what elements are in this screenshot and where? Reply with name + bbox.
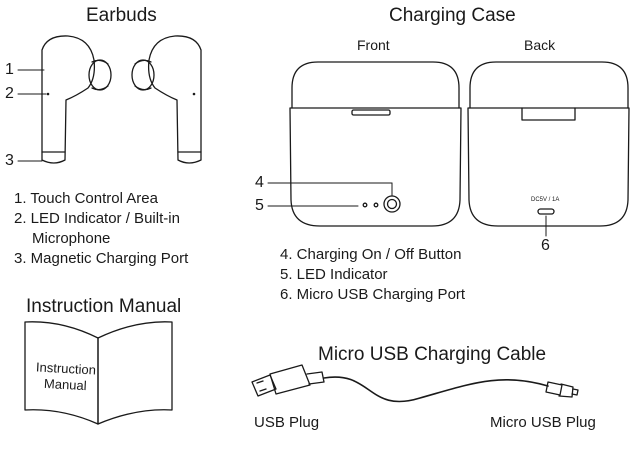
usb-plug-label: USB Plug: [254, 414, 320, 431]
earbud-feature-2: 2. LED Indicator / Built-in: [14, 210, 180, 227]
case-feature-6: 6. Micro USB Charging Port: [280, 286, 466, 303]
right-earbud-drawing: [131, 35, 202, 164]
callout-6: 6: [541, 237, 550, 254]
manual-title: Instruction Manual: [26, 296, 182, 317]
case-back-drawing: [467, 61, 630, 227]
earbud-callout-lines: [17, 69, 47, 162]
case-front-label: Front: [357, 37, 390, 53]
case-front-drawing: [289, 61, 462, 227]
charging-case-title: Charging Case: [389, 5, 516, 26]
callout-1: 1: [5, 61, 14, 78]
micro-usb-plug-label: Micro USB Plug: [490, 414, 596, 431]
callout-5: 5: [255, 197, 264, 214]
case-feature-5: 5. LED Indicator: [280, 266, 388, 283]
port-rating-label: DC5V / 1A: [531, 197, 560, 203]
callout-4: 4: [255, 174, 264, 191]
left-earbud-drawing: [41, 35, 112, 164]
left-earbud-led-dot: [46, 92, 50, 96]
callout-2: 2: [5, 85, 14, 102]
manual-cover-line1: Instruction: [35, 359, 97, 378]
manual-cover-line2: Manual: [43, 375, 88, 394]
earbuds-title: Earbuds: [86, 5, 157, 26]
earbud-feature-1: 1. Touch Control Area: [14, 190, 158, 207]
callout-3: 3: [5, 152, 14, 169]
earbud-feature-3: 3. Magnetic Charging Port: [14, 250, 189, 267]
micro-usb-plug-drawing: [545, 381, 579, 398]
cable-wire: [323, 376, 549, 403]
cable-title: Micro USB Charging Cable: [318, 344, 547, 365]
case-callout-lines: [267, 182, 547, 237]
right-earbud-led-dot: [192, 92, 196, 96]
earbud-feature-2-cont: Microphone: [32, 230, 111, 247]
case-feature-4: 4. Charging On / Off Button: [280, 246, 462, 263]
usb-plug-drawing: [251, 364, 325, 397]
manual-drawing: [24, 321, 173, 425]
case-back-label: Back: [524, 37, 556, 53]
